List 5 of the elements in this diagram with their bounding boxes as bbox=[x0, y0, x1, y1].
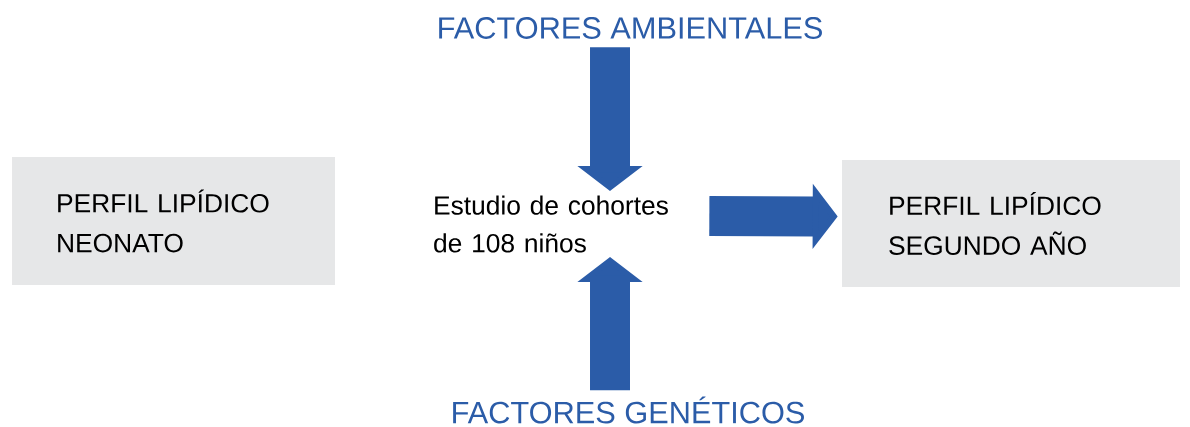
process-box: PERFIL LIPÍDICO SEGUNDO AÑO bbox=[842, 160, 1180, 287]
study-text: Estudio de cohortes de 108 niños bbox=[434, 195, 668, 253]
heading-text: FACTORES AMBIENTALES bbox=[439, 17, 822, 39]
heading-text: FACTORES GENÉTICOS bbox=[453, 396, 804, 424]
process-box: PERFIL LIPÍDICO NEONATO bbox=[12, 157, 335, 285]
